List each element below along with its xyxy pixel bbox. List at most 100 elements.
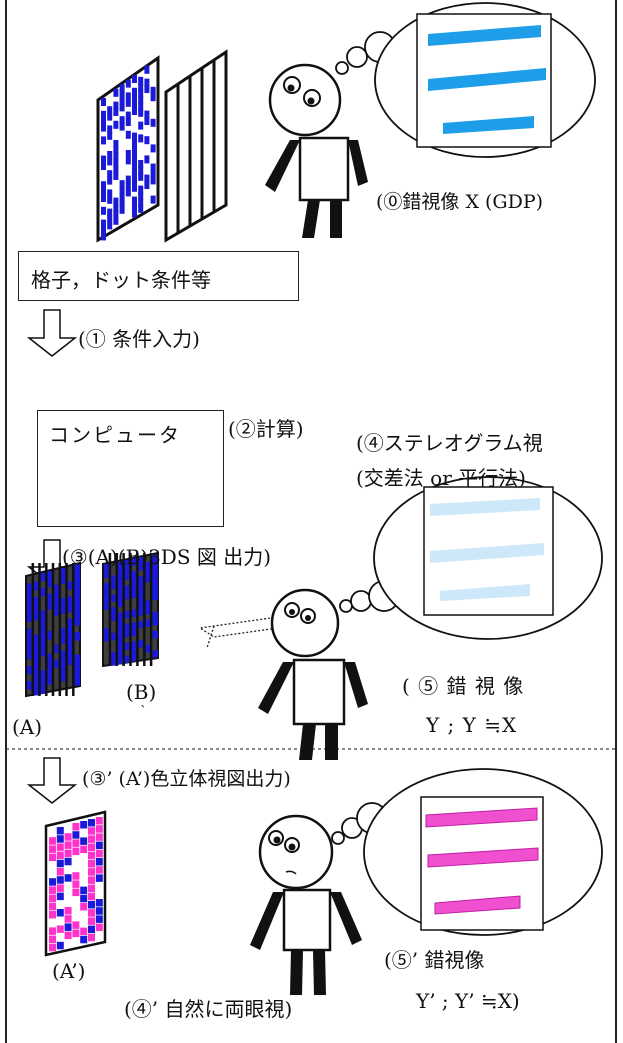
- stereo-dot: [60, 575, 67, 584]
- stereo-dot: [131, 628, 138, 636]
- anaglyph-dot: [88, 884, 95, 893]
- stereo-dot: [60, 597, 67, 607]
- gdp-dot: [138, 134, 144, 143]
- stereo-dot: [40, 685, 47, 694]
- stereo-dot: [138, 601, 145, 610]
- stereo-dot: [110, 581, 117, 590]
- stereo-dot: [27, 583, 33, 592]
- gdp-dot: [138, 96, 144, 104]
- stereo-dot: [110, 575, 117, 583]
- stereo-dot: [67, 596, 74, 605]
- stereo-dot: [145, 600, 152, 608]
- gdp-dot: [132, 171, 137, 179]
- anaglyph-dot: [95, 915, 103, 923]
- stereo-dot: [145, 619, 152, 627]
- stereo-dot: [74, 677, 80, 686]
- stereo-dot: [27, 591, 33, 600]
- stereo-dot: [131, 622, 138, 630]
- anaglyph-dot: [56, 884, 64, 892]
- stereo-dot: [104, 583, 110, 591]
- stereo-dot: [33, 581, 40, 591]
- gdp-dot: [113, 152, 119, 161]
- gdp-dot: [101, 155, 106, 164]
- anaglyph-dot: [88, 909, 95, 917]
- gdp-dot: [138, 89, 144, 98]
- stereo-dot: [110, 632, 117, 641]
- gdp-dot: [144, 78, 150, 87]
- stereo-dot: [60, 627, 67, 637]
- gdp-dot: [138, 102, 144, 111]
- gdp-dot: [132, 164, 137, 173]
- gdp-dot: [125, 182, 131, 190]
- stereo-dot: [124, 655, 131, 663]
- stereo-dot: [54, 584, 60, 593]
- gdp-dot: [132, 209, 137, 218]
- thought-bubble-1: [335, 2, 596, 158]
- anaglyph-dot: [72, 929, 80, 938]
- gdp-dot: [125, 156, 131, 165]
- anaglyph-dot: [80, 935, 88, 944]
- gdp-dot: [138, 108, 144, 117]
- stereo-dot: [152, 586, 158, 594]
- stereo-dot: [33, 634, 40, 643]
- gdp-dot: [132, 107, 137, 115]
- gdp-dot: [125, 188, 131, 197]
- anaglyph-dot: [64, 874, 72, 882]
- input-conditions-box: 格子，ドット条件等: [18, 251, 299, 301]
- stereo-dot: [67, 603, 74, 613]
- stereo-dot: [138, 620, 145, 629]
- anaglyph-dot: [56, 925, 64, 933]
- anaglyph-dot: [88, 892, 95, 901]
- stereo-dot: [152, 554, 158, 562]
- gdp-dot: [125, 130, 131, 139]
- anaglyph-dot: [80, 845, 88, 854]
- gdp-dot: [113, 88, 119, 97]
- stereo-dot: [110, 594, 117, 602]
- gdp-dot: [107, 170, 113, 179]
- anaglyph-dot: [80, 886, 88, 895]
- gdp-dot: [101, 219, 106, 228]
- stereo-dot: [27, 613, 33, 622]
- gdp-dot: [125, 175, 131, 184]
- anaglyph-dot: [49, 878, 56, 886]
- gdp-dot: [138, 166, 144, 175]
- gdp-dot: [138, 192, 144, 200]
- stereo-dot: [138, 563, 145, 571]
- anaglyph-dot: [95, 858, 103, 866]
- gdp-dot: [107, 157, 113, 166]
- stereo-dot: [60, 605, 67, 614]
- stereo-dot: [138, 608, 145, 616]
- anaglyph-dot: [49, 837, 56, 845]
- stereo-dot: [110, 651, 117, 660]
- gdp-dot: [113, 204, 119, 212]
- stereo-dot: [33, 679, 40, 688]
- gdp-dot: [132, 94, 137, 103]
- stereo-dot: [104, 634, 110, 642]
- step5p-label-line2: Y’ ; Y’ ≒X): [416, 989, 520, 1013]
- gdp-dot: [132, 183, 137, 192]
- stereo-dot: [33, 604, 40, 613]
- stereo-dot: [74, 579, 80, 589]
- gdp-dot: [119, 180, 125, 189]
- gdp-dot: [113, 210, 119, 219]
- stereo-dot: [145, 645, 152, 653]
- stereo-dot: [138, 589, 145, 597]
- anaglyph-dot: [49, 935, 56, 944]
- anaglyph-dot: [49, 927, 56, 935]
- grating-panel: [164, 49, 228, 243]
- stereo-dot: [131, 647, 138, 656]
- gdp-dot: [101, 117, 106, 126]
- anaglyph-dot: [88, 860, 95, 868]
- stereo-dot: [33, 641, 40, 651]
- stereo-dot: [54, 644, 60, 653]
- anaglyph-dot: [95, 866, 103, 874]
- stereo-dot: [117, 612, 124, 620]
- anaglyph-dot: [72, 880, 80, 888]
- gdp-dot: [101, 194, 106, 202]
- stereo-dot: [104, 589, 110, 597]
- stereo-dot: [152, 573, 158, 581]
- stereo-dot: [27, 606, 33, 615]
- gdp-dot: [150, 144, 156, 153]
- anaglyph-dot: [88, 876, 95, 884]
